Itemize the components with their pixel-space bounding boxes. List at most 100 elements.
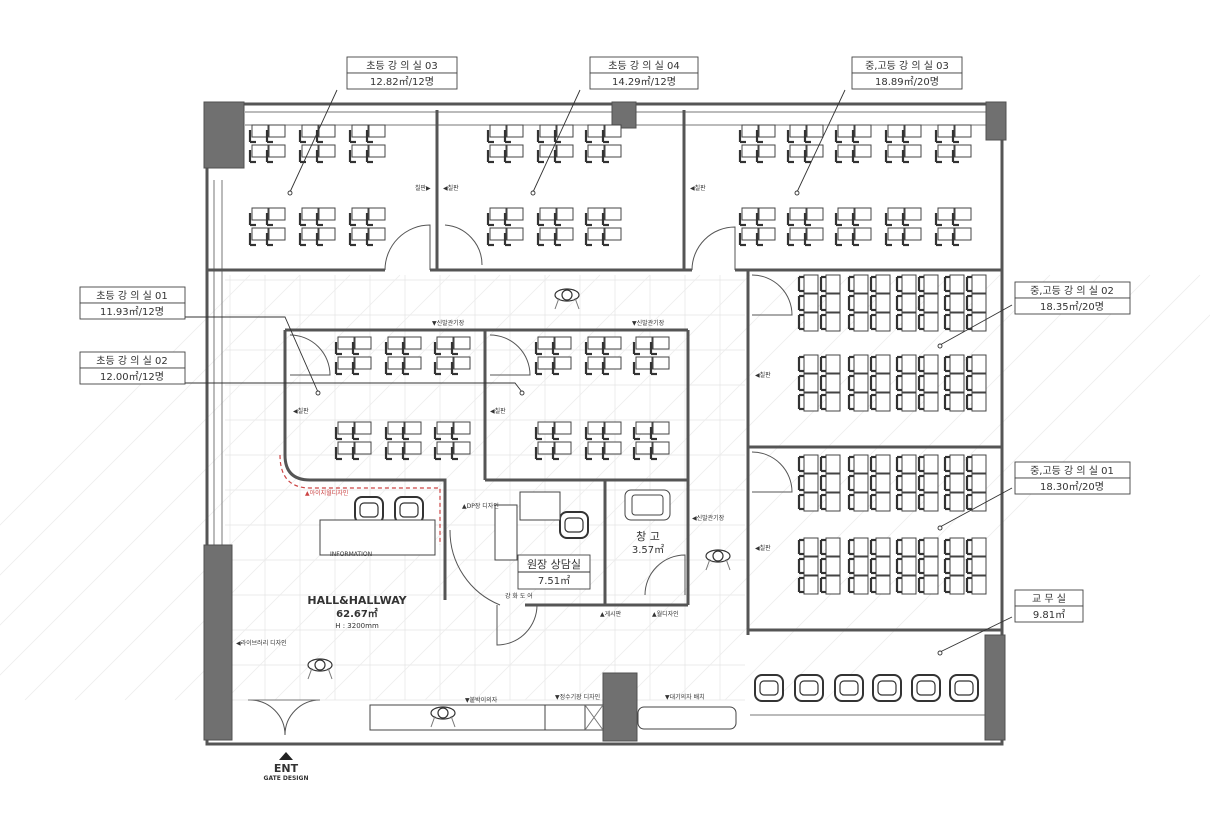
note-strong-door: 강 화 도 어	[505, 592, 533, 600]
floor-tile-line	[24, 274, 451, 701]
entrance-label: ENT	[274, 762, 299, 775]
note-shoe-side: ◀신발관기장	[692, 514, 725, 522]
floor-tile-line	[74, 274, 501, 701]
desk-group	[336, 337, 371, 374]
armchairs	[319, 489, 979, 702]
desk-group	[886, 208, 921, 245]
desk-group	[586, 422, 621, 459]
floor-tile-line	[574, 274, 1001, 701]
desk-group	[836, 208, 871, 245]
room-label-mid03: 중,고등 강 의 실 03 18.89㎡/20명	[851, 56, 963, 90]
note-wall-design: ▲월디자인	[652, 610, 679, 618]
desk-group	[336, 422, 371, 459]
floor-tile-line	[374, 274, 801, 701]
desk-group	[250, 125, 285, 162]
desk-group	[634, 422, 669, 459]
desk-group	[488, 125, 523, 162]
label-area: 14.29㎡/12명	[612, 76, 676, 88]
room-label-mid02: 중,고등 강 의 실 02 18.35㎡/20명	[1014, 281, 1131, 315]
desk-group	[350, 208, 385, 245]
note-board: ◀칠판	[690, 184, 706, 192]
label-area: 11.93㎡/12명	[100, 306, 164, 318]
room-label-elem01: 초등 강 의 실 01 11.93㎡/12명	[79, 286, 186, 320]
desk-group	[740, 125, 775, 162]
desk-group	[788, 208, 823, 245]
label-name: 원장 상담실	[527, 558, 581, 571]
doors	[248, 224, 793, 736]
note-water: ▼정수기장 디자인	[555, 693, 600, 701]
floor-tile-line	[0, 274, 351, 626]
desk-group	[836, 125, 871, 162]
note-shoe: ▼신발관기장	[632, 319, 665, 327]
room-label-elem03: 초등 강 의 실 03 12.82㎡/12명	[346, 56, 458, 90]
desk-group	[799, 275, 840, 331]
partitions	[207, 110, 1002, 635]
label-name: 교 무 실	[1032, 593, 1066, 605]
room-label-director: 원장 상담실 7.51㎡	[517, 554, 591, 590]
pillars	[203, 101, 1007, 742]
hall-area: 62.67㎡	[336, 607, 378, 620]
note-shoe: ▼신발관기장	[432, 319, 465, 327]
desk-group	[945, 538, 986, 594]
label-area: 7.51㎡	[538, 575, 570, 587]
desk-group	[945, 355, 986, 411]
label-name: 초등 강 의 실 01	[96, 290, 167, 302]
desk-group	[849, 275, 890, 331]
desk-group	[936, 125, 971, 162]
desk-group	[250, 208, 285, 245]
room-label-elem04: 초등 강 의 실 04 14.29㎡/12명	[589, 56, 699, 90]
floor-tile-line	[524, 274, 951, 701]
note-board: ◀칠판	[490, 407, 506, 415]
note-board: ◀칠판	[755, 544, 771, 552]
desk-group	[586, 337, 621, 374]
note-notice: ▲게시판	[600, 610, 622, 618]
note-dp: ▲DP장 디자인	[462, 502, 499, 510]
note-board: ◀칠판	[443, 184, 459, 192]
desk-group	[634, 337, 669, 374]
label-area: 9.81㎡	[1033, 609, 1065, 621]
label-name: 중,고등 강 의 실 03	[865, 60, 949, 72]
room-label-mid01: 중,고등 강 의 실 01 18.30㎡/20명	[1014, 461, 1131, 495]
desk-group	[886, 125, 921, 162]
desk-group	[350, 125, 385, 162]
label-name: 초등 강 의 실 03	[366, 60, 437, 72]
desk-group	[897, 275, 938, 331]
label-name: 초등 강 의 실 02	[96, 355, 167, 367]
desk-group	[799, 538, 840, 594]
storage-name: 창 고	[636, 530, 660, 543]
leader-lines	[185, 89, 1013, 656]
label-area: 18.35㎡/20명	[1040, 301, 1104, 313]
note-library: ◀라이브러리 디자인	[236, 639, 287, 647]
label-area: 18.30㎡/20명	[1040, 481, 1104, 493]
desk-group	[936, 208, 971, 245]
plan-notes: 칠판▶ ◀칠판 ◀칠판 ◀칠판 ◀칠판 ◀칠판 ◀칠판 ▼신발관기장 ▼신발관기…	[236, 184, 771, 782]
label-name: 중,고등 강 의 실 01	[1030, 465, 1114, 477]
entrance-arrow-icon	[279, 752, 293, 760]
note-id-design: ▲아이지월디자인	[305, 489, 348, 497]
note-board: ◀칠판	[755, 371, 771, 379]
desk-group	[538, 208, 573, 245]
label-area: 18.89㎡/20명	[875, 76, 939, 88]
label-name: 초등 강 의 실 04	[608, 60, 679, 72]
desk-group	[386, 422, 421, 459]
label-area: 12.82㎡/12명	[370, 76, 434, 88]
desk-group	[799, 455, 840, 511]
desk-group	[488, 208, 523, 245]
note-information: INFORMATION	[330, 551, 372, 558]
desk-group	[300, 208, 335, 245]
desk-group	[849, 455, 890, 511]
floor-tile-line	[0, 274, 301, 576]
floor-tile-line	[274, 274, 701, 701]
floor-tile-line	[0, 274, 401, 676]
desk-group	[849, 355, 890, 411]
gate-design-label: GATE DESIGN	[264, 775, 309, 782]
desk-group	[386, 337, 421, 374]
desk-group	[945, 455, 986, 511]
desk-group	[849, 538, 890, 594]
desk-group	[536, 422, 571, 459]
desk-group	[586, 125, 621, 162]
note-bench: ▼붙박이의자	[465, 696, 498, 704]
hall-name: HALL&HALLWAY	[307, 594, 407, 607]
desk-group	[897, 355, 938, 411]
